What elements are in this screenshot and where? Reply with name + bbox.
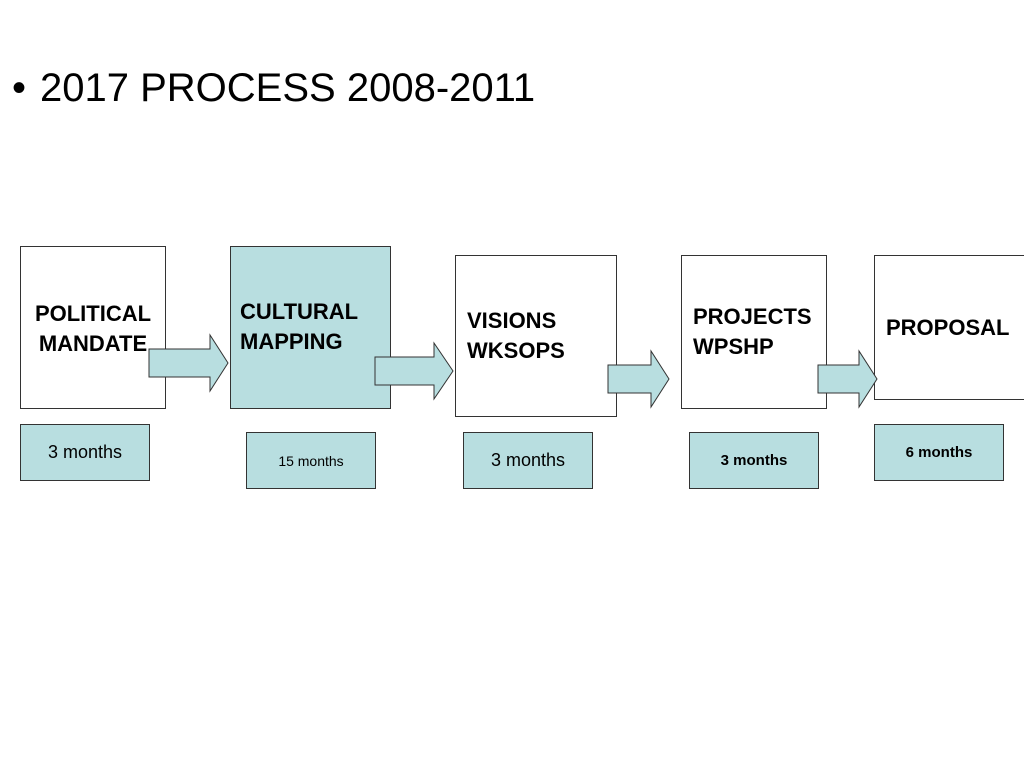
duration-box-cultural-mapping: 15 months: [246, 432, 376, 489]
duration-box-projects-wpshp: 3 months: [689, 432, 819, 489]
duration-text: 15 months: [278, 452, 344, 469]
step-label-visions-wksops: VISIONS WKSOPS: [467, 306, 565, 366]
step-box-visions-wksops: [455, 255, 617, 417]
step-label-cultural-mapping: CULTURAL MAPPING: [240, 297, 358, 357]
arrow-right-icon: [148, 333, 229, 393]
step-label-line1: POLITICAL: [34, 301, 152, 326]
step-label-projects-wpshp: PROJECTS WPSHP: [693, 302, 812, 362]
step-label-line1: PROPOSAL: [886, 315, 1010, 340]
title-text: 2017 PROCESS 2008-2011: [40, 66, 536, 110]
step-label-proposal: PROPOSAL: [886, 313, 1009, 343]
step-box-proposal: [874, 255, 1024, 400]
arrow-right-icon: [607, 349, 670, 409]
duration-text: 3 months: [490, 450, 566, 470]
duration-text: 3 months: [47, 442, 123, 462]
step-label-line1: VISIONS: [467, 308, 557, 333]
step-label-political-mandate: POLITICAL MANDATE: [26, 299, 160, 359]
step-label-line1: PROJECTS: [693, 304, 812, 329]
duration-box-proposal: 6 months: [874, 424, 1004, 481]
step-box-political-mandate: [20, 246, 166, 409]
step-label-line2: MANDATE: [38, 331, 148, 356]
slide-title: • 2017 PROCESS 2008-2011: [12, 62, 535, 114]
duration-box-political-mandate: 3 months: [20, 424, 150, 481]
arrow-right-icon: [374, 341, 454, 401]
step-label-line1: CULTURAL: [240, 299, 359, 324]
step-label-line2: WKSOPS: [467, 338, 565, 363]
duration-text: 6 months: [905, 444, 973, 461]
arrow-right-icon: [817, 349, 878, 409]
duration-text: 3 months: [720, 452, 788, 469]
duration-box-visions-wksops: 3 months: [463, 432, 593, 489]
step-label-line2: WPSHP: [693, 334, 774, 359]
step-label-line2: MAPPING: [240, 329, 343, 354]
bullet-icon: •: [12, 66, 27, 110]
step-box-projects-wpshp: [681, 255, 827, 409]
step-box-cultural-mapping: [230, 246, 391, 409]
